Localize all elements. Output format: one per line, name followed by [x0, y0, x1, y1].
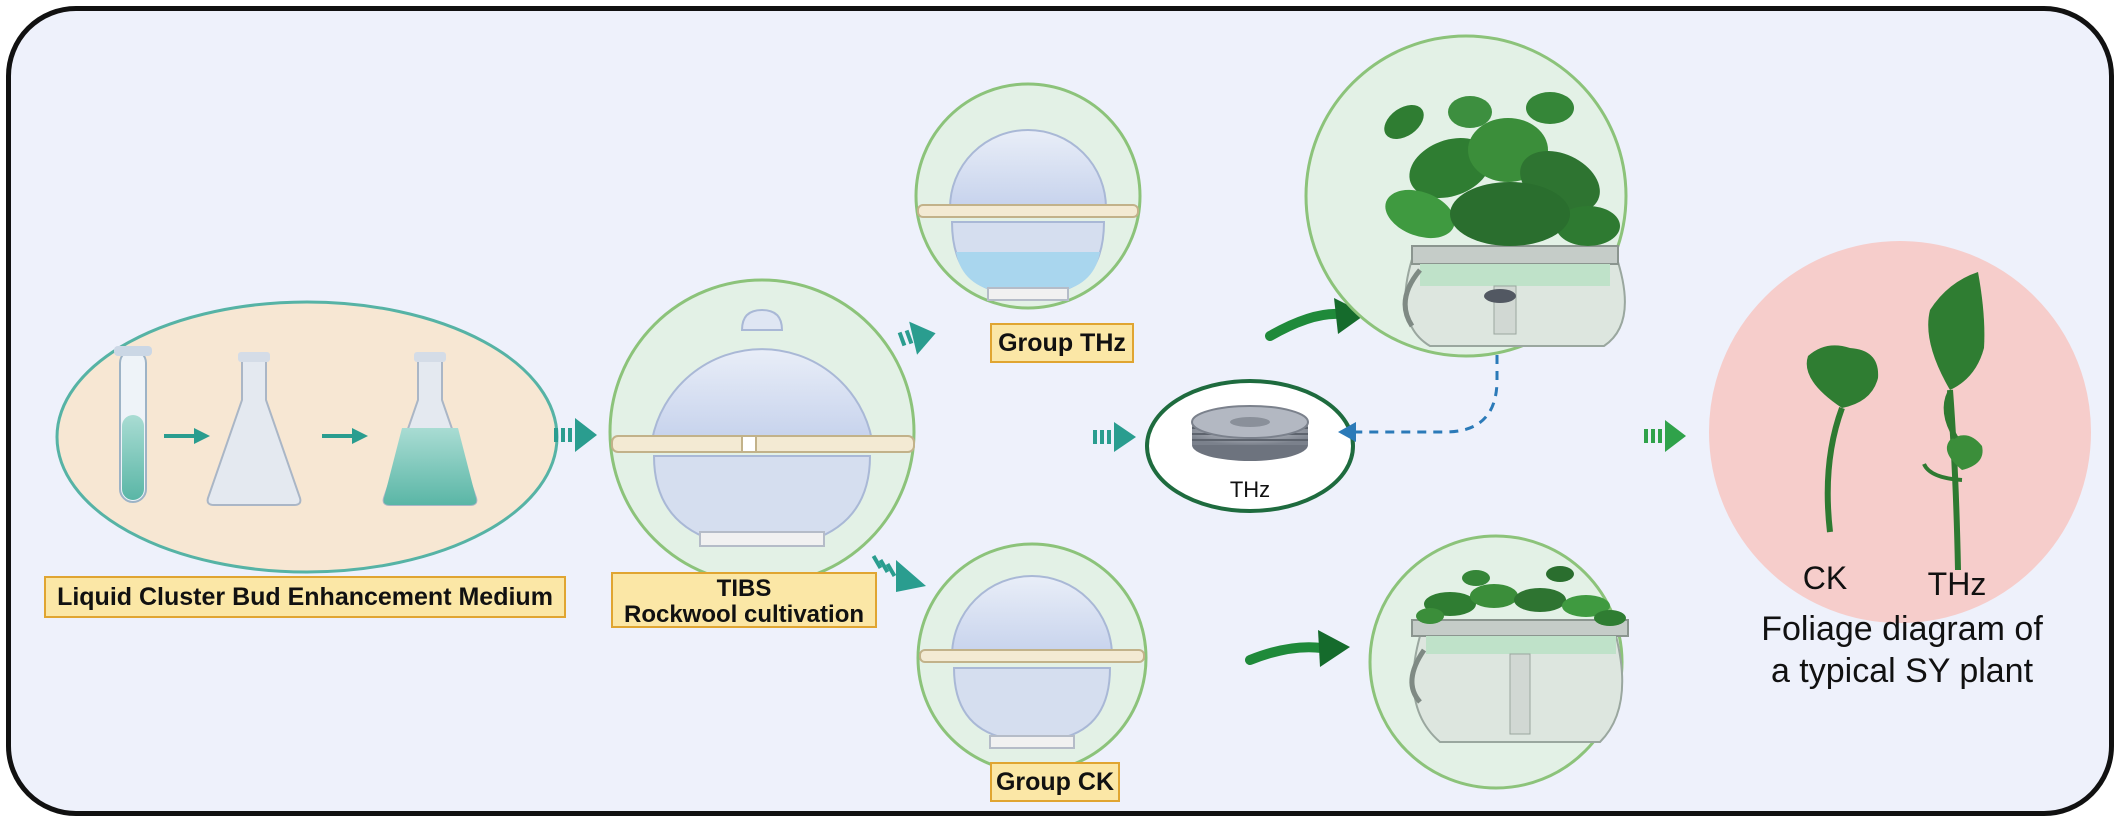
thz-device-label: THz — [1229, 477, 1271, 502]
foliage-caption-line2: a typical SY plant — [1770, 652, 2034, 690]
group-ck-vessel — [916, 542, 1148, 774]
test-tube-icon — [114, 346, 152, 503]
flow-arrow-icon — [1644, 420, 1686, 452]
medium-flask-icon — [382, 352, 478, 506]
medium-panel — [55, 300, 559, 574]
ck-leaf-icon — [1806, 345, 1879, 533]
thz-dashed-connector — [1338, 307, 1499, 442]
foliage-panel — [1709, 241, 2091, 623]
flow-arrow-icon — [1265, 298, 1366, 341]
flow-arrow-icon — [1093, 422, 1136, 452]
flow-arrow-icon — [871, 554, 926, 592]
empty-flask-icon — [206, 352, 302, 506]
ck-plant-pot — [1368, 534, 1629, 790]
arrow-icon — [164, 428, 210, 444]
thz-device — [1145, 379, 1355, 513]
tibs-label-line2: Rockwool cultivation — [623, 601, 865, 628]
leaf-cluster-icon — [1384, 92, 1620, 246]
seedling-cluster-icon — [1416, 566, 1626, 626]
tibs-vessel — [608, 278, 916, 586]
thz-leaf-icon — [1922, 272, 1985, 571]
foliage-ck-label: CK — [1802, 560, 1848, 596]
tibs-label: TIBS Rockwool cultivation — [611, 572, 877, 628]
thz-plant-pot — [1304, 34, 1628, 358]
flow-arrow-icon — [1245, 630, 1350, 667]
tibs-label-line1: TIBS — [716, 575, 772, 602]
foliage-caption: Foliage diagram of a typical SY plant — [1752, 608, 2052, 692]
medium-label: Liquid Cluster Bud Enhancement Medium — [44, 576, 566, 618]
group-ck-label: Group CK — [990, 762, 1120, 802]
flow-arrow-icon — [897, 321, 936, 355]
group-thz-vessel — [914, 82, 1142, 310]
group-thz-label: Group THz — [990, 323, 1134, 363]
flow-arrow-icon — [554, 418, 597, 452]
foliage-thz-label: THz — [1927, 566, 1987, 602]
arrow-icon — [322, 428, 368, 444]
foliage-caption-line1: Foliage diagram of — [1761, 610, 2043, 648]
thz-disc-icon — [1191, 405, 1309, 461]
